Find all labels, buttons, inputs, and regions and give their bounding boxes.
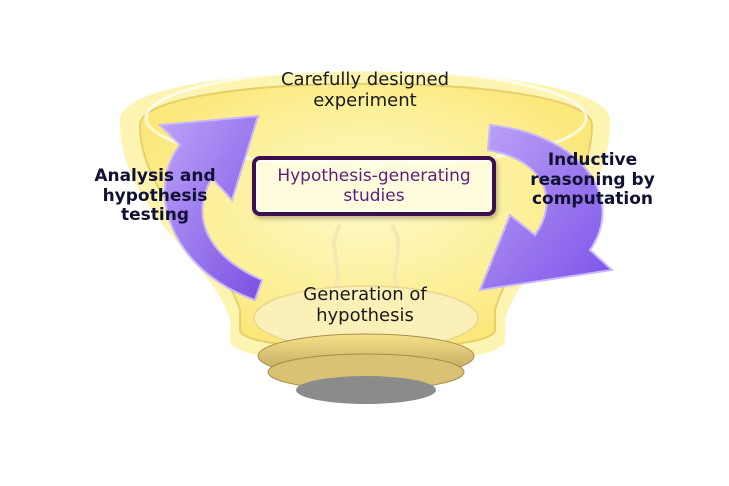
- bulb-base-cap: [296, 376, 436, 404]
- bulb-filament: [332, 223, 401, 291]
- left-arrow-label: Analysis and hypothesis testing: [94, 166, 216, 226]
- top-node-label: Carefully designed experiment: [280, 69, 449, 111]
- center-node-box: Hypothesis-generating studies: [252, 156, 496, 216]
- bottom-node-label: Generation of hypothesis: [303, 284, 427, 326]
- center-node-label: Hypothesis-generating studies: [277, 165, 471, 206]
- right-arrow-label: Inductive reasoning by computation: [530, 150, 655, 210]
- right-arrow: [478, 123, 615, 292]
- left-arrow: [157, 114, 264, 302]
